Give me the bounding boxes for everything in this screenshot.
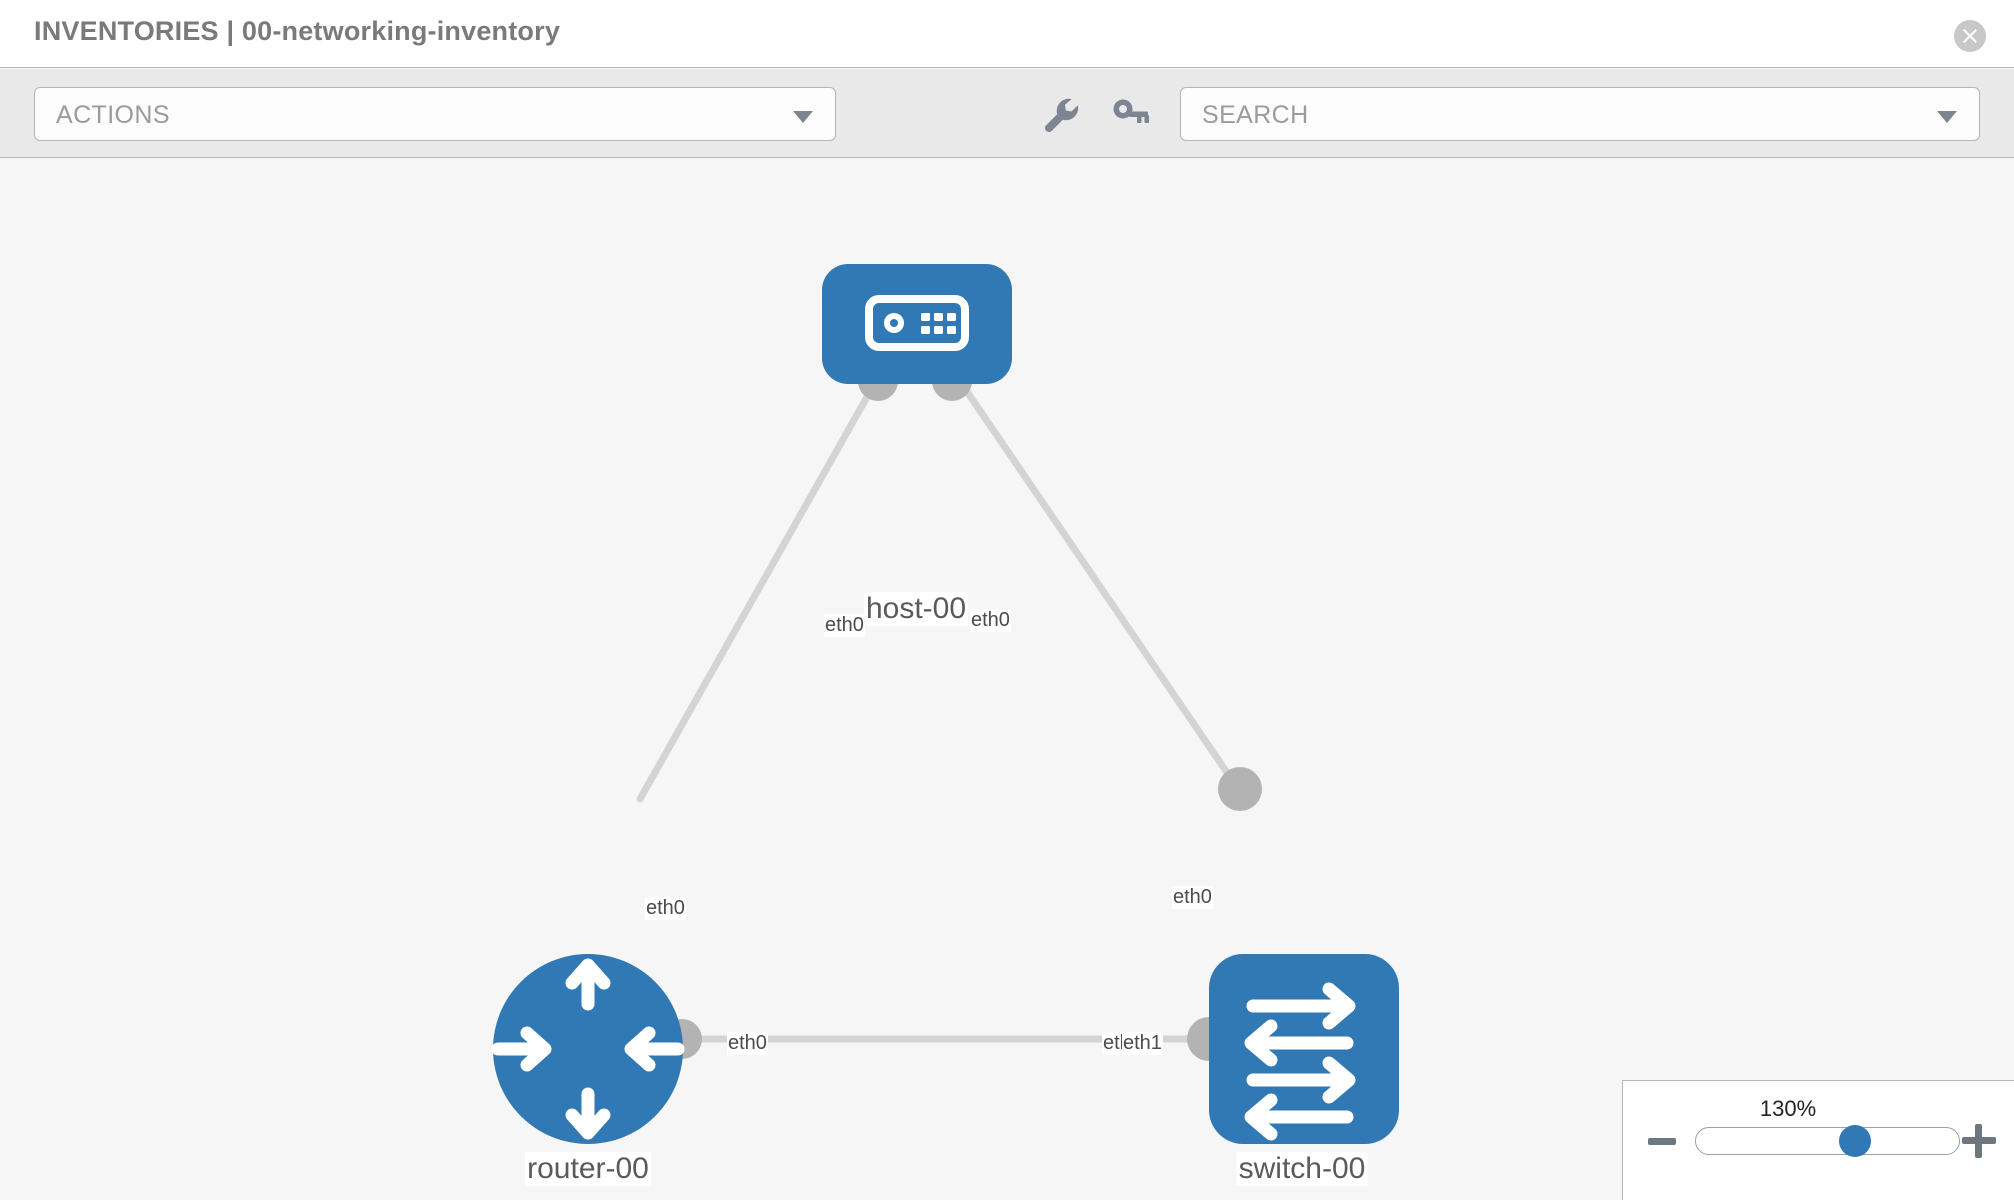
zoom-in-button[interactable]	[1962, 1124, 1996, 1158]
zoom-slider-track[interactable]	[1695, 1127, 1960, 1155]
page-title: INVENTORIES | 00-networking-inventory	[34, 16, 561, 46]
toolbar: ACTIONS SEARCH	[0, 69, 2014, 158]
search-input[interactable]: SEARCH	[1180, 87, 1980, 141]
chevron-down-icon	[793, 111, 813, 123]
node-label-host-00: host-00	[863, 592, 969, 626]
node-label-router-00: router-00	[525, 1152, 651, 1186]
node-label-switch-00: switch-00	[1236, 1152, 1368, 1186]
actions-dropdown-label: ACTIONS	[56, 101, 170, 129]
port-label-switch-eth1: eth1	[1122, 1032, 1163, 1055]
switch-arrows-icon	[1244, 982, 1356, 1141]
topology-links	[636, 370, 1249, 1043]
port-label-host-eth0-right: eth0	[970, 609, 1011, 632]
search-chevron-down-icon[interactable]	[1937, 111, 1957, 123]
page-header: INVENTORIES | 00-networking-inventory	[0, 0, 2014, 68]
link-host-switch	[951, 370, 1249, 803]
node-router-00[interactable]	[491, 954, 685, 1144]
close-icon[interactable]	[1954, 20, 1986, 52]
server-icon	[865, 295, 969, 351]
node-host-00[interactable]	[822, 264, 1012, 384]
link-host-router	[636, 370, 884, 803]
port-label-router-eth0: eth0	[727, 1032, 768, 1055]
router-arrows-icon	[491, 958, 685, 1140]
topology-graph	[491, 264, 1399, 1144]
topology-canvas[interactable]: host-00 router-00 switch-00 eth0 eth0 et…	[0, 159, 2014, 1200]
wrench-icon[interactable]	[1037, 91, 1083, 137]
connector-switch-top	[1218, 767, 1262, 811]
search-placeholder: SEARCH	[1202, 101, 1309, 129]
key-icon[interactable]	[1106, 91, 1152, 137]
port-label-router-eth0-up: eth0	[645, 897, 686, 920]
topology-connectors	[662, 361, 1262, 1061]
node-switch-00[interactable]	[1209, 954, 1399, 1144]
zoom-level-value: 130%	[1759, 1096, 1817, 1121]
port-label-host-eth0-left: eth0	[824, 614, 865, 637]
actions-dropdown[interactable]: ACTIONS	[34, 87, 836, 141]
zoom-slider-thumb[interactable]	[1839, 1125, 1872, 1157]
port-label-switch-eth0-up: eth0	[1172, 886, 1213, 909]
zoom-out-button[interactable]	[1648, 1138, 1676, 1145]
zoom-control-panel: 130%	[1622, 1080, 2014, 1200]
